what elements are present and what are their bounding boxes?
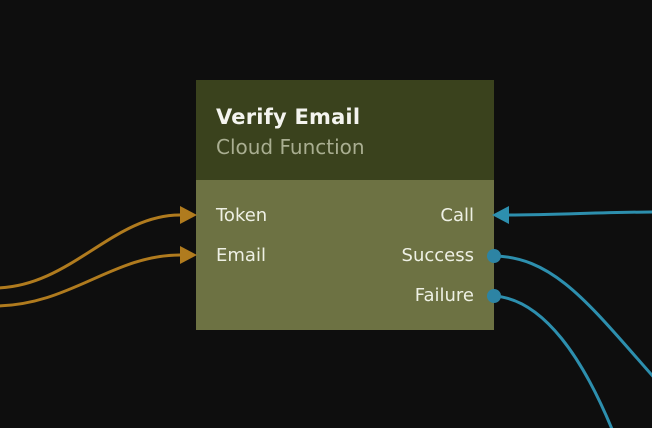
node-title: Verify Email (216, 105, 361, 129)
wire-from-success-port[interactable] (492, 254, 652, 382)
email-input-arrow-icon[interactable] (180, 246, 197, 264)
input-label-email: Email (216, 244, 266, 266)
wire-to-token-input[interactable] (0, 213, 182, 290)
output-label-failure: Failure (414, 284, 474, 306)
output-label-success: Success (401, 244, 474, 266)
node-header[interactable]: Verify Email Cloud Function (196, 80, 494, 180)
port-row: Token Call (196, 195, 494, 235)
node-subtitle: Cloud Function (216, 135, 365, 159)
call-input-arrow-icon[interactable] (492, 206, 509, 224)
port-row: Email Success (196, 235, 494, 275)
token-input-arrow-icon[interactable] (180, 206, 197, 224)
wire-to-call-port[interactable] (506, 210, 652, 217)
input-label-token: Token (216, 204, 268, 226)
node-body: Token Call Email Success Failure (196, 180, 494, 330)
port-row: Failure (196, 275, 494, 315)
wire-to-email-input[interactable] (0, 253, 182, 308)
verify-email-node[interactable]: Verify Email Cloud Function Token Call E… (196, 80, 494, 330)
output-label-call: Call (440, 204, 474, 226)
wire-from-failure-port[interactable] (492, 294, 614, 428)
